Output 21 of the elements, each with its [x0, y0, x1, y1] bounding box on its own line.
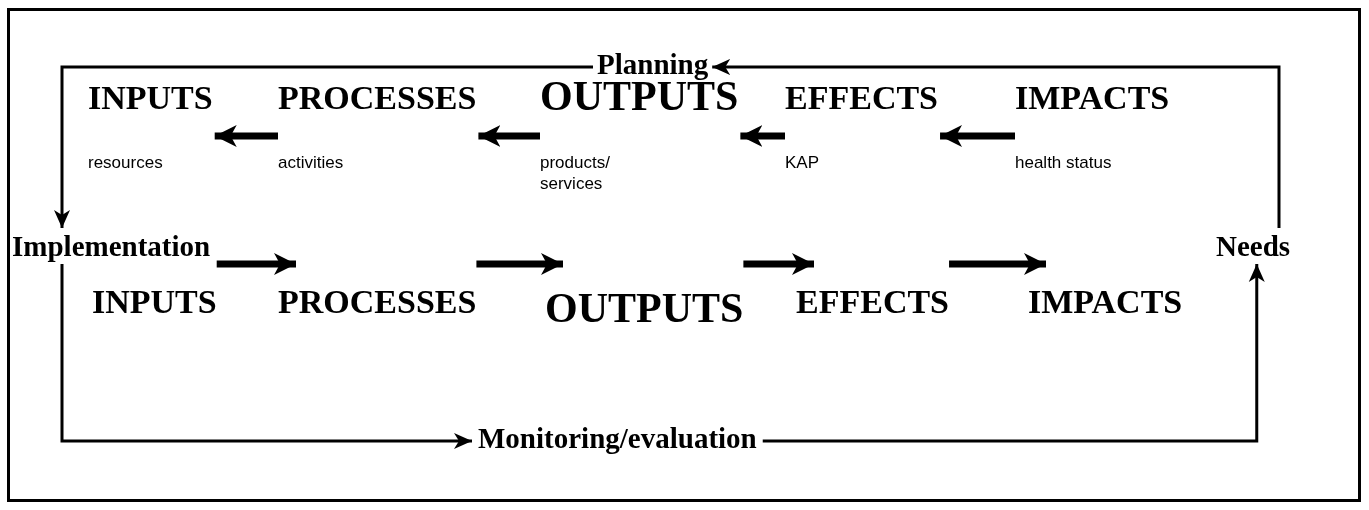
- stage-example: health status: [1015, 152, 1113, 173]
- stage-label: INPUTS: [88, 78, 213, 118]
- stage-example: activities: [278, 152, 345, 173]
- stage-label: Monitoring/evaluation: [478, 421, 757, 456]
- stage-label: EFFECTS: [796, 282, 950, 322]
- stage-label: PROCESSES: [278, 78, 477, 118]
- stage-label: Implementation: [12, 229, 211, 264]
- stage-label: IMPACTS: [1028, 282, 1183, 322]
- stage-label: EFFECTS: [785, 78, 939, 118]
- stage-label: OUTPUTS: [545, 286, 744, 330]
- stage-example: resources: [88, 152, 164, 173]
- arrow: [762, 264, 1265, 443]
- stage-example: products/ services: [540, 152, 611, 194]
- stage-label: INPUTS: [92, 282, 217, 322]
- stage-label: IMPACTS: [1015, 78, 1170, 118]
- stage-example: KAP: [785, 152, 821, 173]
- arrow: [712, 59, 1281, 228]
- stage-label: Needs: [1216, 229, 1291, 264]
- arrow: [54, 65, 593, 228]
- stage-label: PROCESSES: [278, 282, 477, 322]
- arrow: [60, 264, 472, 449]
